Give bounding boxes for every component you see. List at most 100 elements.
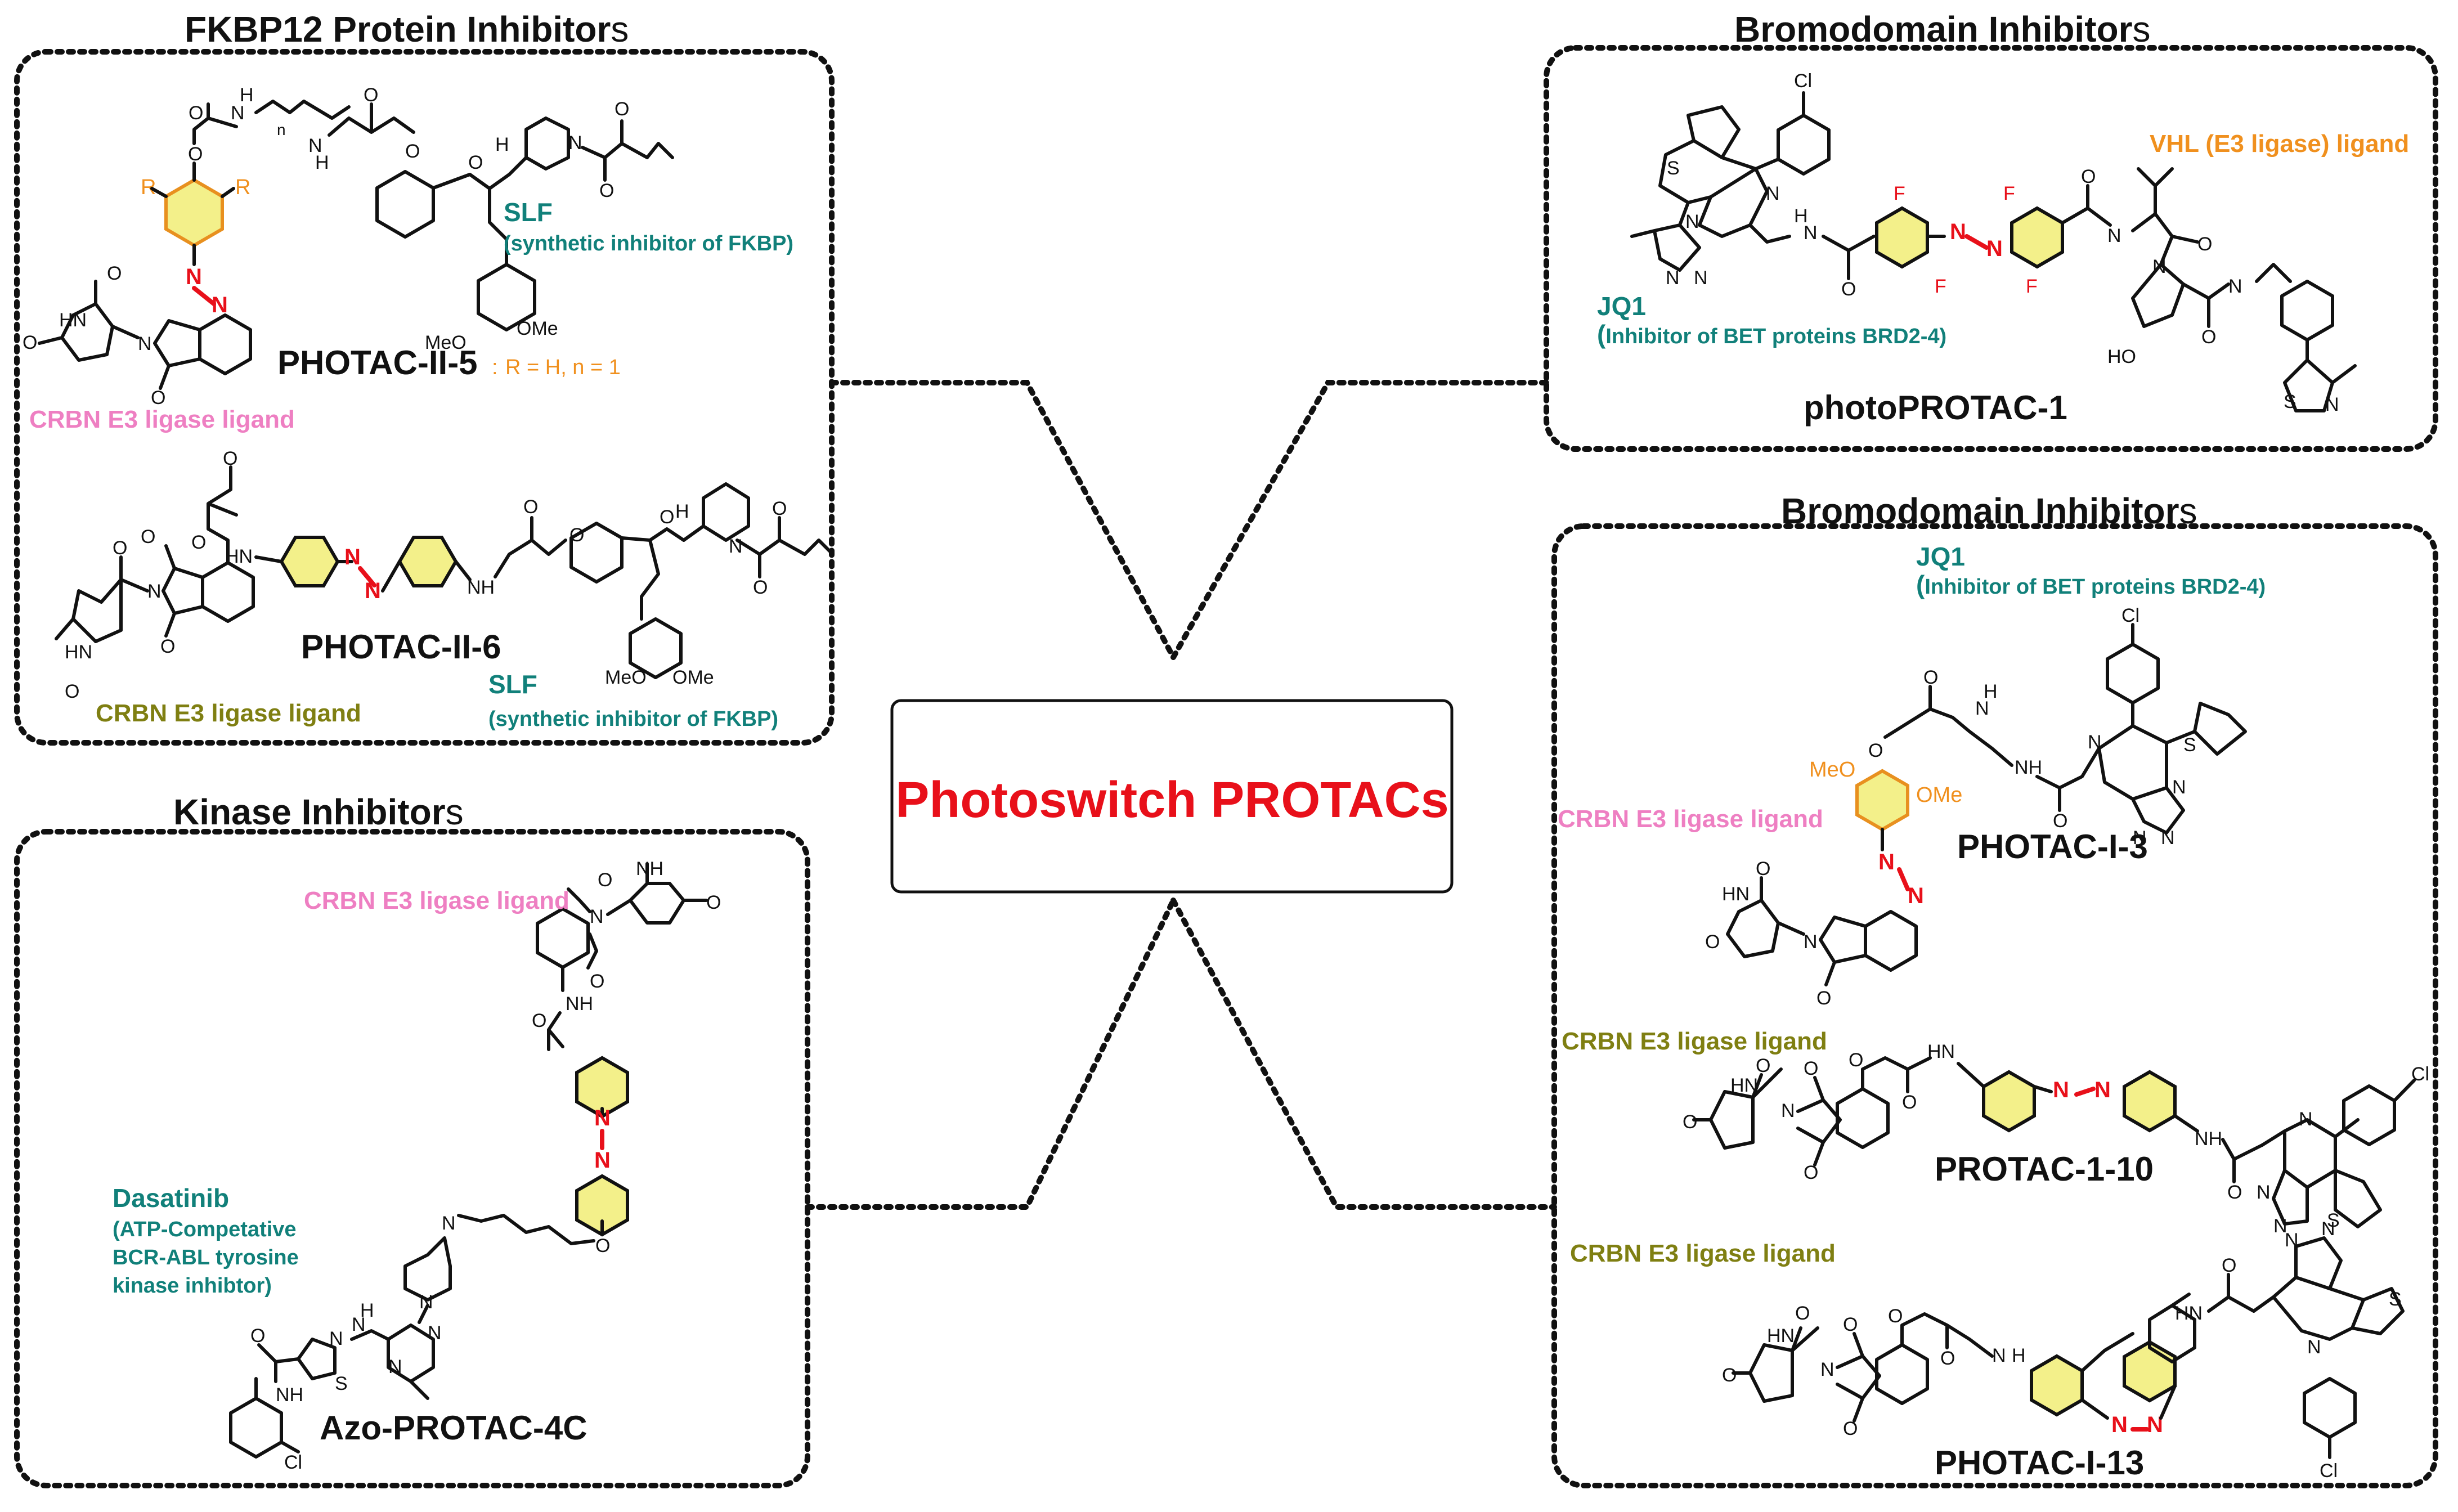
slf-desc-1: (synthetic inhibitor of FKBP) [504, 232, 793, 255]
heading-bromo-top: Bromodomain Inhibitors [1734, 9, 2151, 50]
highlighted-ring-f2 [2010, 206, 2064, 269]
atom-o-glut-1: O [107, 263, 122, 284]
atom-o-amide-6: O [753, 577, 768, 598]
atom-cl-113: Cl [2320, 1460, 2338, 1482]
highlighted-ring-6b [397, 536, 458, 587]
atom-o-amide-jq: O [1841, 279, 1856, 300]
atom-hn-1: HN [225, 546, 253, 567]
atom-o-imide-1: O [141, 526, 155, 548]
atom-nh-i3-2: N [1975, 698, 1989, 719]
atom-o-113-2: O [1722, 1365, 1737, 1386]
structure-photac-ii-6: O O N HN O O O O HN N N NH O O O MeO OMe… [55, 448, 835, 702]
crbn-label-bromo-olive-2: CRBN E3 ligase ligand [1570, 1240, 1836, 1267]
crbn-label-fkbp-pink: CRBN E3 ligase ligand [29, 406, 295, 433]
highlighted-ring-110b [2123, 1070, 2177, 1133]
atom-nh-i3-1: NH [2015, 757, 2042, 778]
atom-n-113-diaz: N [2307, 1336, 2321, 1358]
atom-o-carbonyl-6b: O [523, 496, 538, 518]
labels-protac-1-10: PROTAC-1-10 CRBN E3 ligase ligand [1570, 1150, 2154, 1267]
vhl-label: VHL (E3 ligase) ligand [2150, 130, 2409, 158]
atom-n-thiaz: N [2325, 394, 2339, 415]
atom-o-kin-4: O [532, 1010, 546, 1031]
atom-ho: HO [2107, 346, 2136, 367]
slf-desc-2: (synthetic inhibitor of FKBP) [488, 707, 778, 731]
atom-hn-glut-6: HN [65, 641, 92, 663]
atom-o-110-5: O [1849, 1049, 1863, 1071]
connector-to-kinase [805, 898, 1176, 1210]
atom-hn-113-2: N [1992, 1345, 2006, 1366]
atom-o-110-6: O [1902, 1092, 1917, 1113]
panel-fkbp-frame [14, 49, 835, 746]
atom-azo-n4: N [365, 578, 381, 603]
highlighted-ring-6a [279, 536, 340, 587]
atom-hn-kin: NH [636, 858, 663, 880]
atom-o-vhl-3: O [2201, 326, 2216, 348]
atom-n-kin: N [590, 906, 604, 927]
heading-kinase: Kinase Inhibitors [173, 792, 464, 832]
labels-bromo-bottom-jq1: JQ1 (Inhibitor of BET proteins BRD2-4) [1916, 542, 2266, 599]
atom-hn-113-3: HN [2175, 1303, 2203, 1324]
jq1-label-bottom: JQ1 [1916, 542, 1965, 571]
jq1-label-top: JQ1 [1597, 291, 1646, 321]
atom-azo-n7: N [1878, 850, 1895, 874]
atom-o-113-3: O [1843, 1314, 1858, 1335]
atom-hn-glut: HN [59, 309, 87, 331]
atom-o-113-5: O [1888, 1305, 1903, 1327]
atom-o-113-7: O [2222, 1255, 2236, 1276]
atom-s-113: S [2389, 1289, 2402, 1310]
atom-azo-n6: N [1986, 236, 2003, 261]
atom-s-110: S [2327, 1210, 2340, 1231]
atom-o-110-1: O [1756, 1055, 1770, 1076]
atom-s-thioph: S [1667, 158, 1680, 179]
atom-h-113-2: H [2012, 1345, 2026, 1366]
atom-n-triaz-2: N [1666, 267, 1680, 289]
atom-o-keto-6: O [772, 498, 787, 519]
atom-o-kin-5: O [595, 1235, 610, 1257]
atom-hn-110-2: HN [1927, 1041, 1955, 1062]
crbn-label-fkbp-olive: CRBN E3 ligase ligand [96, 699, 361, 727]
atom-azo-n13: N [594, 1106, 611, 1130]
atom-n-110-t2: N [2273, 1215, 2287, 1237]
atom-n-i3-iso: N [1804, 931, 1818, 953]
atom-f-4: F [2026, 276, 2038, 297]
atom-azo-n9: N [2053, 1078, 2069, 1102]
atom-n-i3-2: N [2133, 827, 2147, 849]
panel-kinase-frame [14, 829, 810, 1488]
atom-nh-vhl: N [2107, 225, 2121, 246]
atom-n-thiaz-kin: N [329, 1328, 343, 1349]
atom-h-jq: H [1794, 205, 1808, 227]
atom-f-1: F [1894, 183, 1905, 204]
compound-name-azo-protac-4c: Azo-PROTAC-4C [320, 1409, 587, 1447]
atom-azo-n1: N [186, 264, 202, 289]
compound-name-photac-ii-6: PHOTAC-II-6 [301, 628, 501, 666]
jq1-desc-top: (Inhibitor of BET proteins BRD2-4) [1597, 320, 1946, 349]
atom-n-jq: N [1804, 222, 1818, 244]
atom-n-i3-3: N [2161, 827, 2175, 849]
atom-n-110: N [1781, 1100, 1795, 1121]
atom-o-lactam: O [151, 387, 165, 409]
atom-o-113-4: O [1843, 1418, 1858, 1439]
atom-n-triaz-3: N [1694, 267, 1708, 289]
atom-n-110-diaz: N [2299, 1109, 2313, 1130]
center-title-box [890, 699, 1454, 894]
atom-r-left: R [141, 176, 156, 199]
slf-label-2: SLF [488, 670, 537, 699]
photac-ii-5-substituents: R = H, n = 1 [505, 356, 621, 379]
crbn-label-bromo-olive-1: CRBN E3 ligase ligand [1562, 1028, 1827, 1055]
atom-hn-113: HN [1767, 1325, 1795, 1347]
highlighted-ring-113b [2123, 1340, 2177, 1403]
atom-azo-n3: N [344, 545, 361, 569]
atom-o-kin-3: O [590, 971, 604, 992]
atom-o-110-7: O [2227, 1182, 2242, 1203]
atom-o-ether-6: O [191, 532, 206, 553]
compound-name-photac-ii-5: PHOTAC-II-5 [277, 344, 478, 382]
atom-o-keto: O [614, 98, 629, 120]
connector-to-bromo-bottom [1170, 898, 1557, 1210]
atom-cl-top: Cl [1794, 70, 1812, 92]
atom-o-carbonyl: O [189, 102, 203, 124]
atom-n-113-t2: N [2321, 1218, 2335, 1240]
atom-meo-i3: MeO [1809, 758, 1855, 782]
atom-n-i3-1: N [2172, 777, 2186, 798]
atom-o-i3-1: O [2053, 810, 2067, 832]
